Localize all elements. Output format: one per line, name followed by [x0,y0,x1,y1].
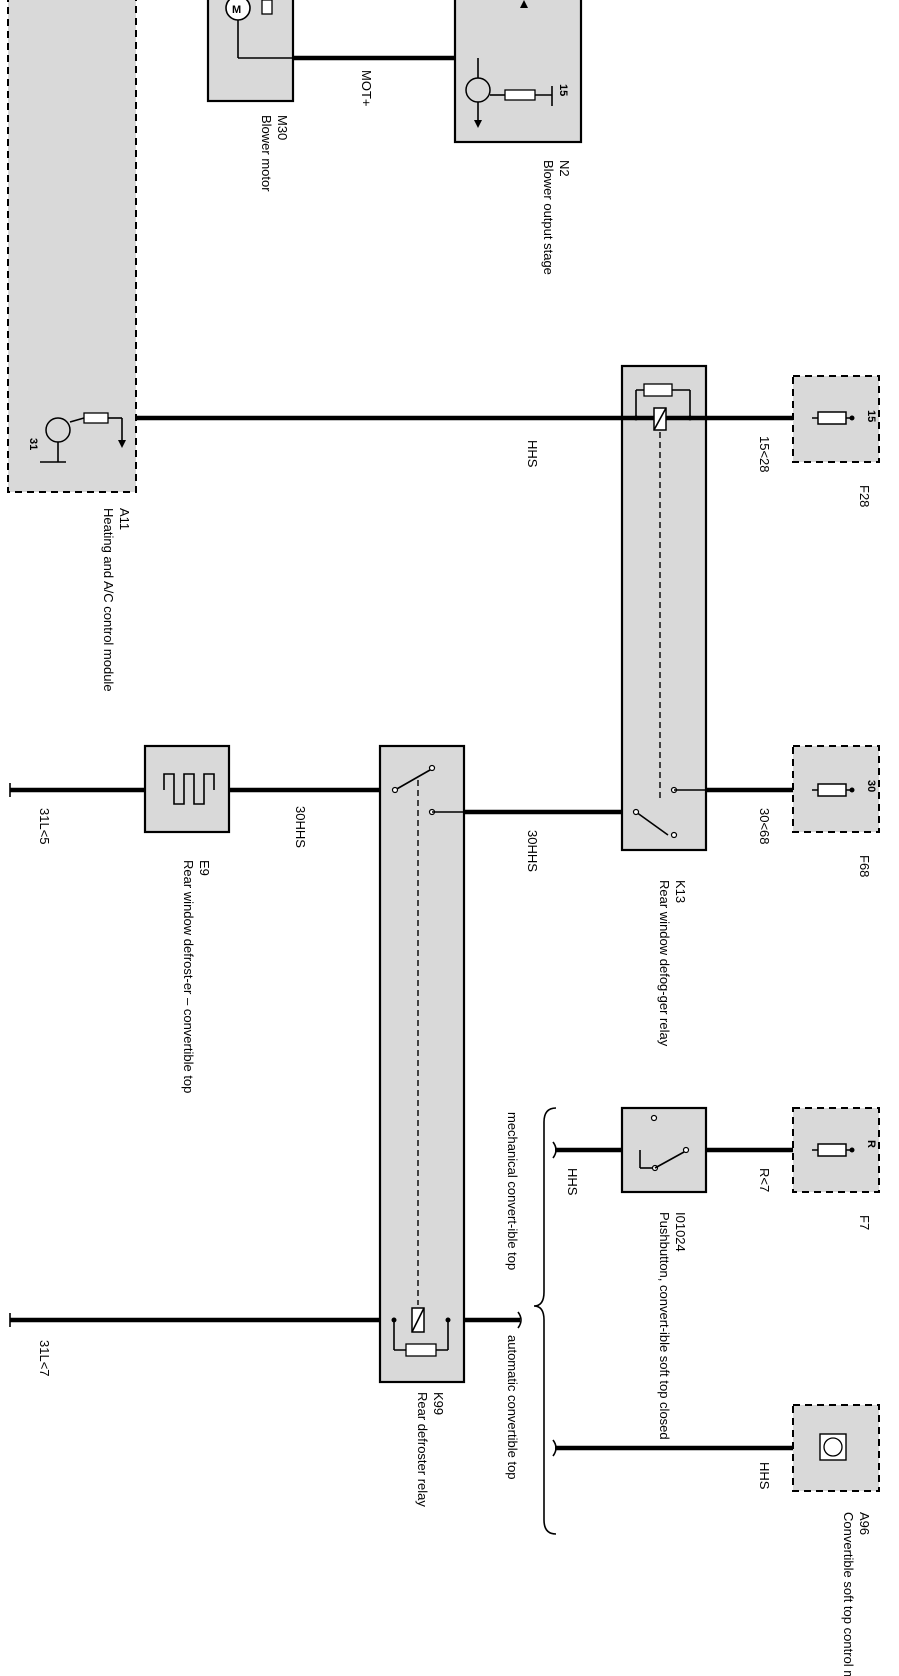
variant-automatic-label: automatic convertible top [505,1335,520,1480]
f28-id-label: F28 [857,485,872,507]
f7-id-label: F7 [857,1215,872,1230]
blower-motor-icon: M [225,0,293,59]
wire-hhs-a11-label: HHS [525,440,540,468]
k99-relay-switch-icon [391,764,464,1305]
wire-30hhs-e9-label: 30HHS [293,806,308,848]
k13-id-label: K13 [673,880,688,903]
fuse-f7-icon [812,1143,855,1157]
fuse-f68-icon [812,783,855,797]
heater-grid-icon [163,773,215,805]
wire-31l5-label: 31L<5 [37,808,52,845]
n2-pin-label: 15 [557,84,569,96]
f28-pin-label: 15 [865,410,877,422]
f7-pin-label: R [865,1140,877,1148]
wire-hhs-pushbutton-label: HHS [565,1168,580,1196]
wire-30-68-label: 30<68 [757,808,772,845]
a96-name-label: Convertible soft top control module [841,1512,856,1676]
k13-relay-switch-icon [632,786,706,839]
m30-name-label: Blower motor [259,115,274,192]
a96-transistor-icon [819,1433,847,1461]
i01024-name-label: Pushbutton, convert-ible soft top closed [657,1212,672,1440]
k99-relay-coil-icon [391,1307,451,1357]
a96-id-label: A96 [857,1512,872,1535]
n2-output-stage-box [453,0,583,144]
k99-name-label: Rear defroster relay [415,1392,430,1507]
wire-30hhs-k13-label: 30HHS [525,830,540,872]
n2-id-label: N2 [557,160,572,177]
m30-blower-motor-box [206,0,295,103]
a11-module-box [7,0,137,493]
variant-bracket [533,1107,557,1535]
k99-id-label: K99 [431,1392,446,1415]
variant-mechanical-label: mechanical convert-ible top [505,1112,520,1270]
wire-r7-label: R<7 [757,1168,772,1192]
pushbutton-switch-icon [639,1114,690,1172]
i01024-pushbutton-box [620,1106,708,1194]
wire-hhs-a96-label: HHS [757,1462,772,1490]
plug-a96-icon [552,1439,557,1457]
k13-relay-coil-icon [633,383,693,800]
n2-name-label: Blower output stage [541,160,556,275]
fuse-f28-icon [812,411,855,425]
k99-relay-box [378,744,466,1384]
a11-transistor-icon [40,412,126,463]
a11-pin-label: 31 [27,438,39,450]
k13-relay-box [620,364,708,852]
plug-pushbutton-icon [552,1141,557,1159]
k13-name-label: Rear window defog-ger relay [657,880,672,1047]
e9-heater-box [143,744,231,834]
wire-15-28-label: 15<28 [757,436,772,473]
m30-id-label: M30 [275,115,290,140]
e9-id-label: E9 [197,860,212,876]
svg-text:M: M [232,4,241,16]
e9-name-label: Rear window defrost-er – convertible top [181,860,196,1093]
i01024-id-label: I01024 [673,1212,688,1252]
f68-id-label: F68 [857,855,872,877]
f68-pin-label: 30 [865,780,877,792]
wire-mot-plus-label: MOT+ [359,70,374,106]
n2-transistor-icon [465,0,553,128]
a11-id-label: A11 [117,508,132,530]
wire-31l7-label: 31L<7 [37,1340,52,1377]
a11-name-label: Heating and A/C control module [101,508,116,692]
plug-automatic-icon [517,1311,522,1329]
